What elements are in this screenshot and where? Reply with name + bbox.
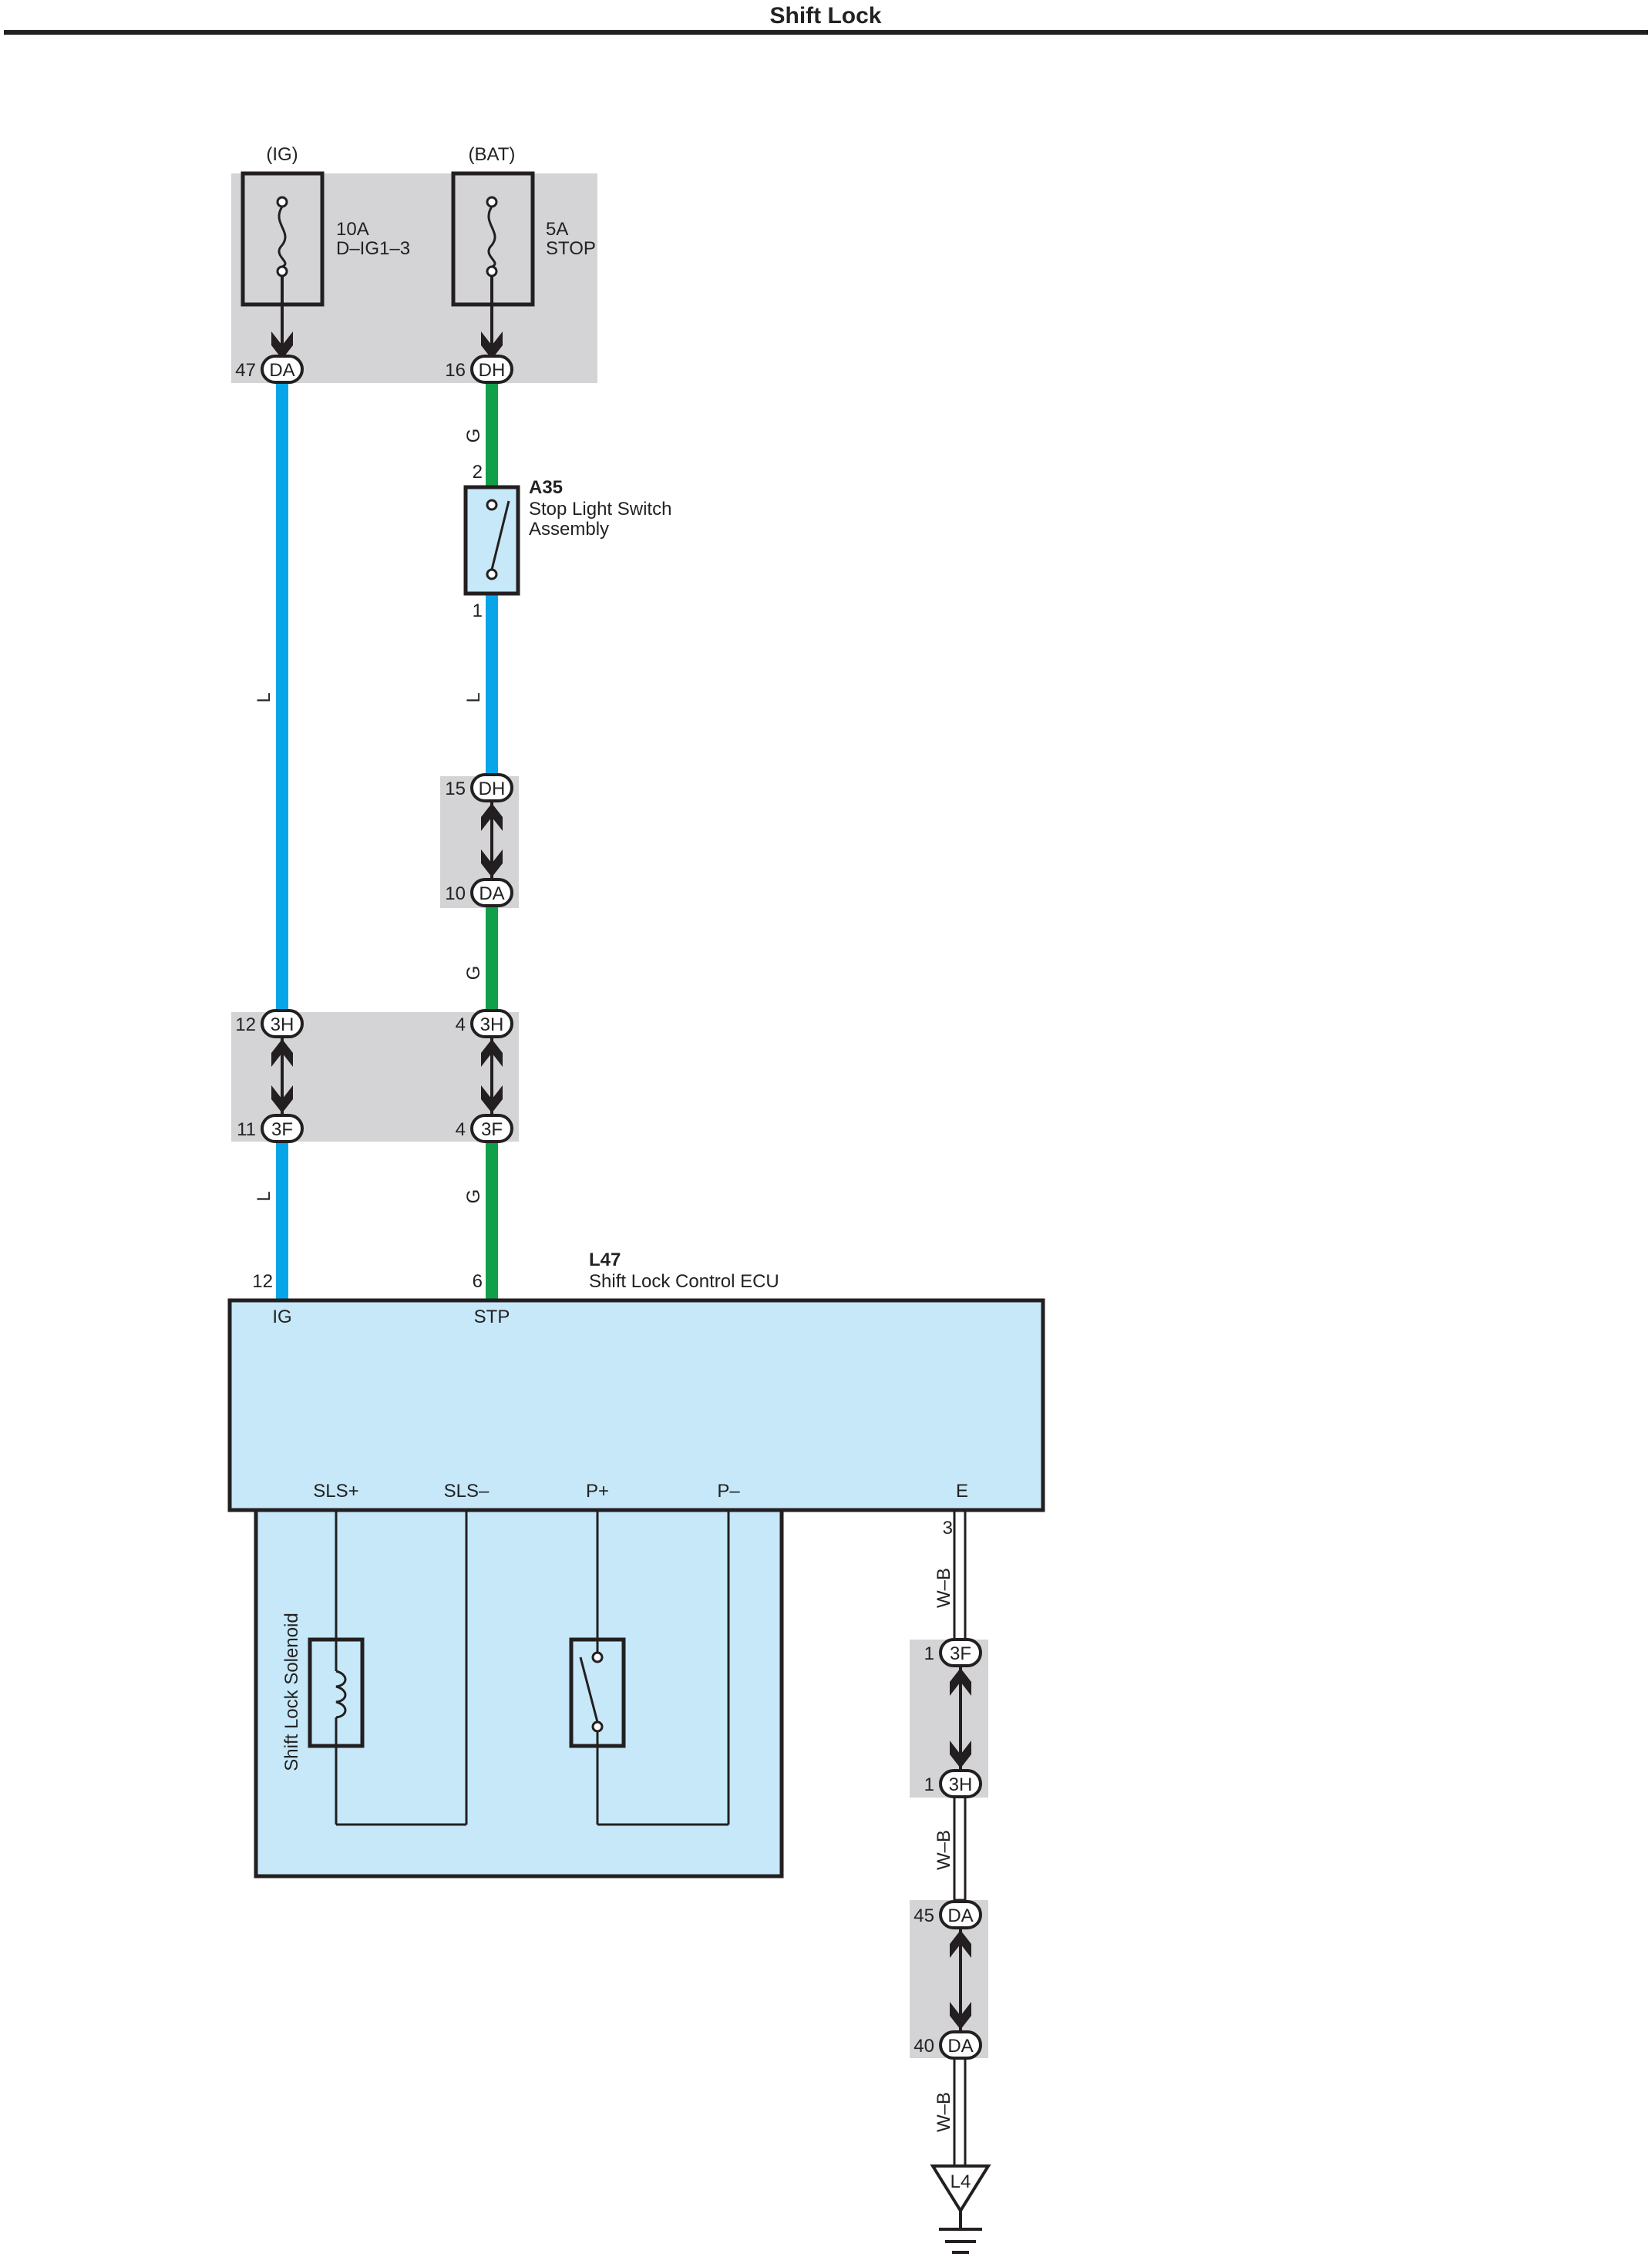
wire-wb-ground <box>953 1507 967 2168</box>
ecu-pin-ig-num: 12 <box>252 1271 273 1292</box>
wire-g-right-4 <box>486 1142 498 1300</box>
wire-label-left-2: L <box>254 1191 274 1201</box>
switch-name-line2: Assembly <box>529 519 609 540</box>
connector-1-3f: 3F 1 <box>924 1638 982 1667</box>
fuse1-rating: 10A <box>336 219 369 240</box>
svg-text:16: 16 <box>445 360 466 381</box>
svg-text:DA: DA <box>269 360 294 381</box>
wire-label-right-4: G <box>463 1189 484 1204</box>
solenoid-label: Shift Lock Solenoid <box>281 1613 302 1771</box>
ecu-terminal-e: E <box>956 1481 968 1502</box>
wire-l-right-2 <box>486 594 498 786</box>
svg-text:DA: DA <box>947 2036 973 2057</box>
connector-47-da: DA 47 <box>235 355 304 384</box>
svg-text:3F: 3F <box>271 1119 293 1140</box>
ecu-terminal-ig: IG <box>272 1307 291 1327</box>
fuse2-rating: 5A <box>546 219 568 240</box>
ecu-terminal-sls-minus: SLS– <box>444 1481 490 1502</box>
junction-link-3h-3f-left <box>271 1038 293 1115</box>
stop-light-switch <box>463 485 520 596</box>
fuse2-name: STOP <box>546 238 596 259</box>
junction-link-da-ground <box>950 1929 971 2031</box>
svg-text:12: 12 <box>235 1014 256 1035</box>
ecu-name: Shift Lock Control ECU <box>589 1271 779 1292</box>
bat-label: (BAT) <box>469 144 516 165</box>
junction-link-dh-da <box>481 802 503 879</box>
svg-text:4: 4 <box>456 1014 466 1035</box>
wire-l-left-lower <box>276 1142 288 1300</box>
svg-text:40: 40 <box>913 2036 934 2057</box>
ecu-pin-e-num: 3 <box>943 1518 953 1539</box>
connector-12-3h: 3H 12 <box>235 1009 304 1038</box>
shift-lock-ecu <box>227 1298 1045 1512</box>
solenoid-coil <box>308 1637 365 1748</box>
svg-text:3H: 3H <box>949 1774 973 1795</box>
wire-g-right-1 <box>486 382 498 486</box>
connector-1-3h: 3H 1 <box>924 1769 982 1798</box>
park-switch <box>569 1637 626 1748</box>
wire-label-right-3: G <box>463 966 484 980</box>
junction-link-3h-3f-right <box>481 1038 503 1115</box>
svg-text:DH: DH <box>479 779 506 799</box>
ecu-code: L47 <box>589 1250 621 1270</box>
wire-label-left-1: L <box>254 692 274 702</box>
svg-text:3F: 3F <box>950 1643 971 1664</box>
svg-text:45: 45 <box>913 1905 934 1926</box>
switch-code: A35 <box>529 477 563 498</box>
fuse-stop <box>451 171 535 362</box>
svg-text:11: 11 <box>237 1119 256 1140</box>
svg-text:DA: DA <box>947 1905 973 1926</box>
module-wiring <box>335 1510 730 1826</box>
fuse1-name: D–IG1–3 <box>336 238 410 259</box>
connector-10-da: DA 10 <box>445 878 513 907</box>
switch-name-line1: Stop Light Switch <box>529 499 671 520</box>
ground-symbol <box>930 2164 991 2254</box>
ig-label: (IG) <box>266 144 298 165</box>
wire-l-left-upper <box>276 382 288 1022</box>
svg-text:4: 4 <box>456 1119 466 1140</box>
svg-text:DH: DH <box>479 360 506 381</box>
connector-11-3f: 3F 11 <box>237 1114 304 1143</box>
fuse-d-ig1-3 <box>241 171 325 362</box>
ecu-terminal-p-minus: P– <box>717 1481 740 1502</box>
svg-text:10: 10 <box>445 883 466 904</box>
connector-15-dh: DH 15 <box>445 773 513 802</box>
wire-g-right-3 <box>486 902 498 1022</box>
wire-label-right-2: L <box>463 692 484 702</box>
connector-4-3h: 3H 4 <box>456 1009 513 1038</box>
svg-text:1: 1 <box>924 1643 934 1664</box>
ecu-terminal-stp: STP <box>474 1307 510 1327</box>
fuse-panel <box>231 173 597 383</box>
junction-link-3f-3h-ground <box>950 1667 971 1770</box>
wire-label-ground-1: W–B <box>934 1568 954 1608</box>
svg-text:15: 15 <box>445 779 466 799</box>
ecu-terminal-p-plus: P+ <box>586 1481 609 1502</box>
switch-pin-bottom: 1 <box>473 600 483 621</box>
ecu-pin-stp-num: 6 <box>473 1271 483 1292</box>
wire-label-right-1: G <box>463 429 484 443</box>
svg-text:3F: 3F <box>481 1119 503 1140</box>
connector-16-dh: DH 16 <box>445 355 513 384</box>
svg-text:3H: 3H <box>271 1014 294 1035</box>
connector-45-da: DA 45 <box>913 1900 982 1929</box>
svg-text:47: 47 <box>235 360 256 381</box>
ground-label: L4 <box>950 2171 971 2192</box>
page-title: Shift Lock <box>769 3 881 29</box>
wire-label-ground-2: W–B <box>934 1830 954 1870</box>
connector-4-3f: 3F 4 <box>456 1114 513 1143</box>
svg-text:1: 1 <box>924 1774 934 1795</box>
svg-text:3H: 3H <box>480 1014 504 1035</box>
wire-label-ground-3: W–B <box>934 2092 954 2132</box>
ecu-terminal-sls-plus: SLS+ <box>313 1481 358 1502</box>
connector-40-da: DA 40 <box>913 2030 982 2060</box>
switch-pin-top: 2 <box>473 462 483 483</box>
svg-text:DA: DA <box>479 883 504 904</box>
